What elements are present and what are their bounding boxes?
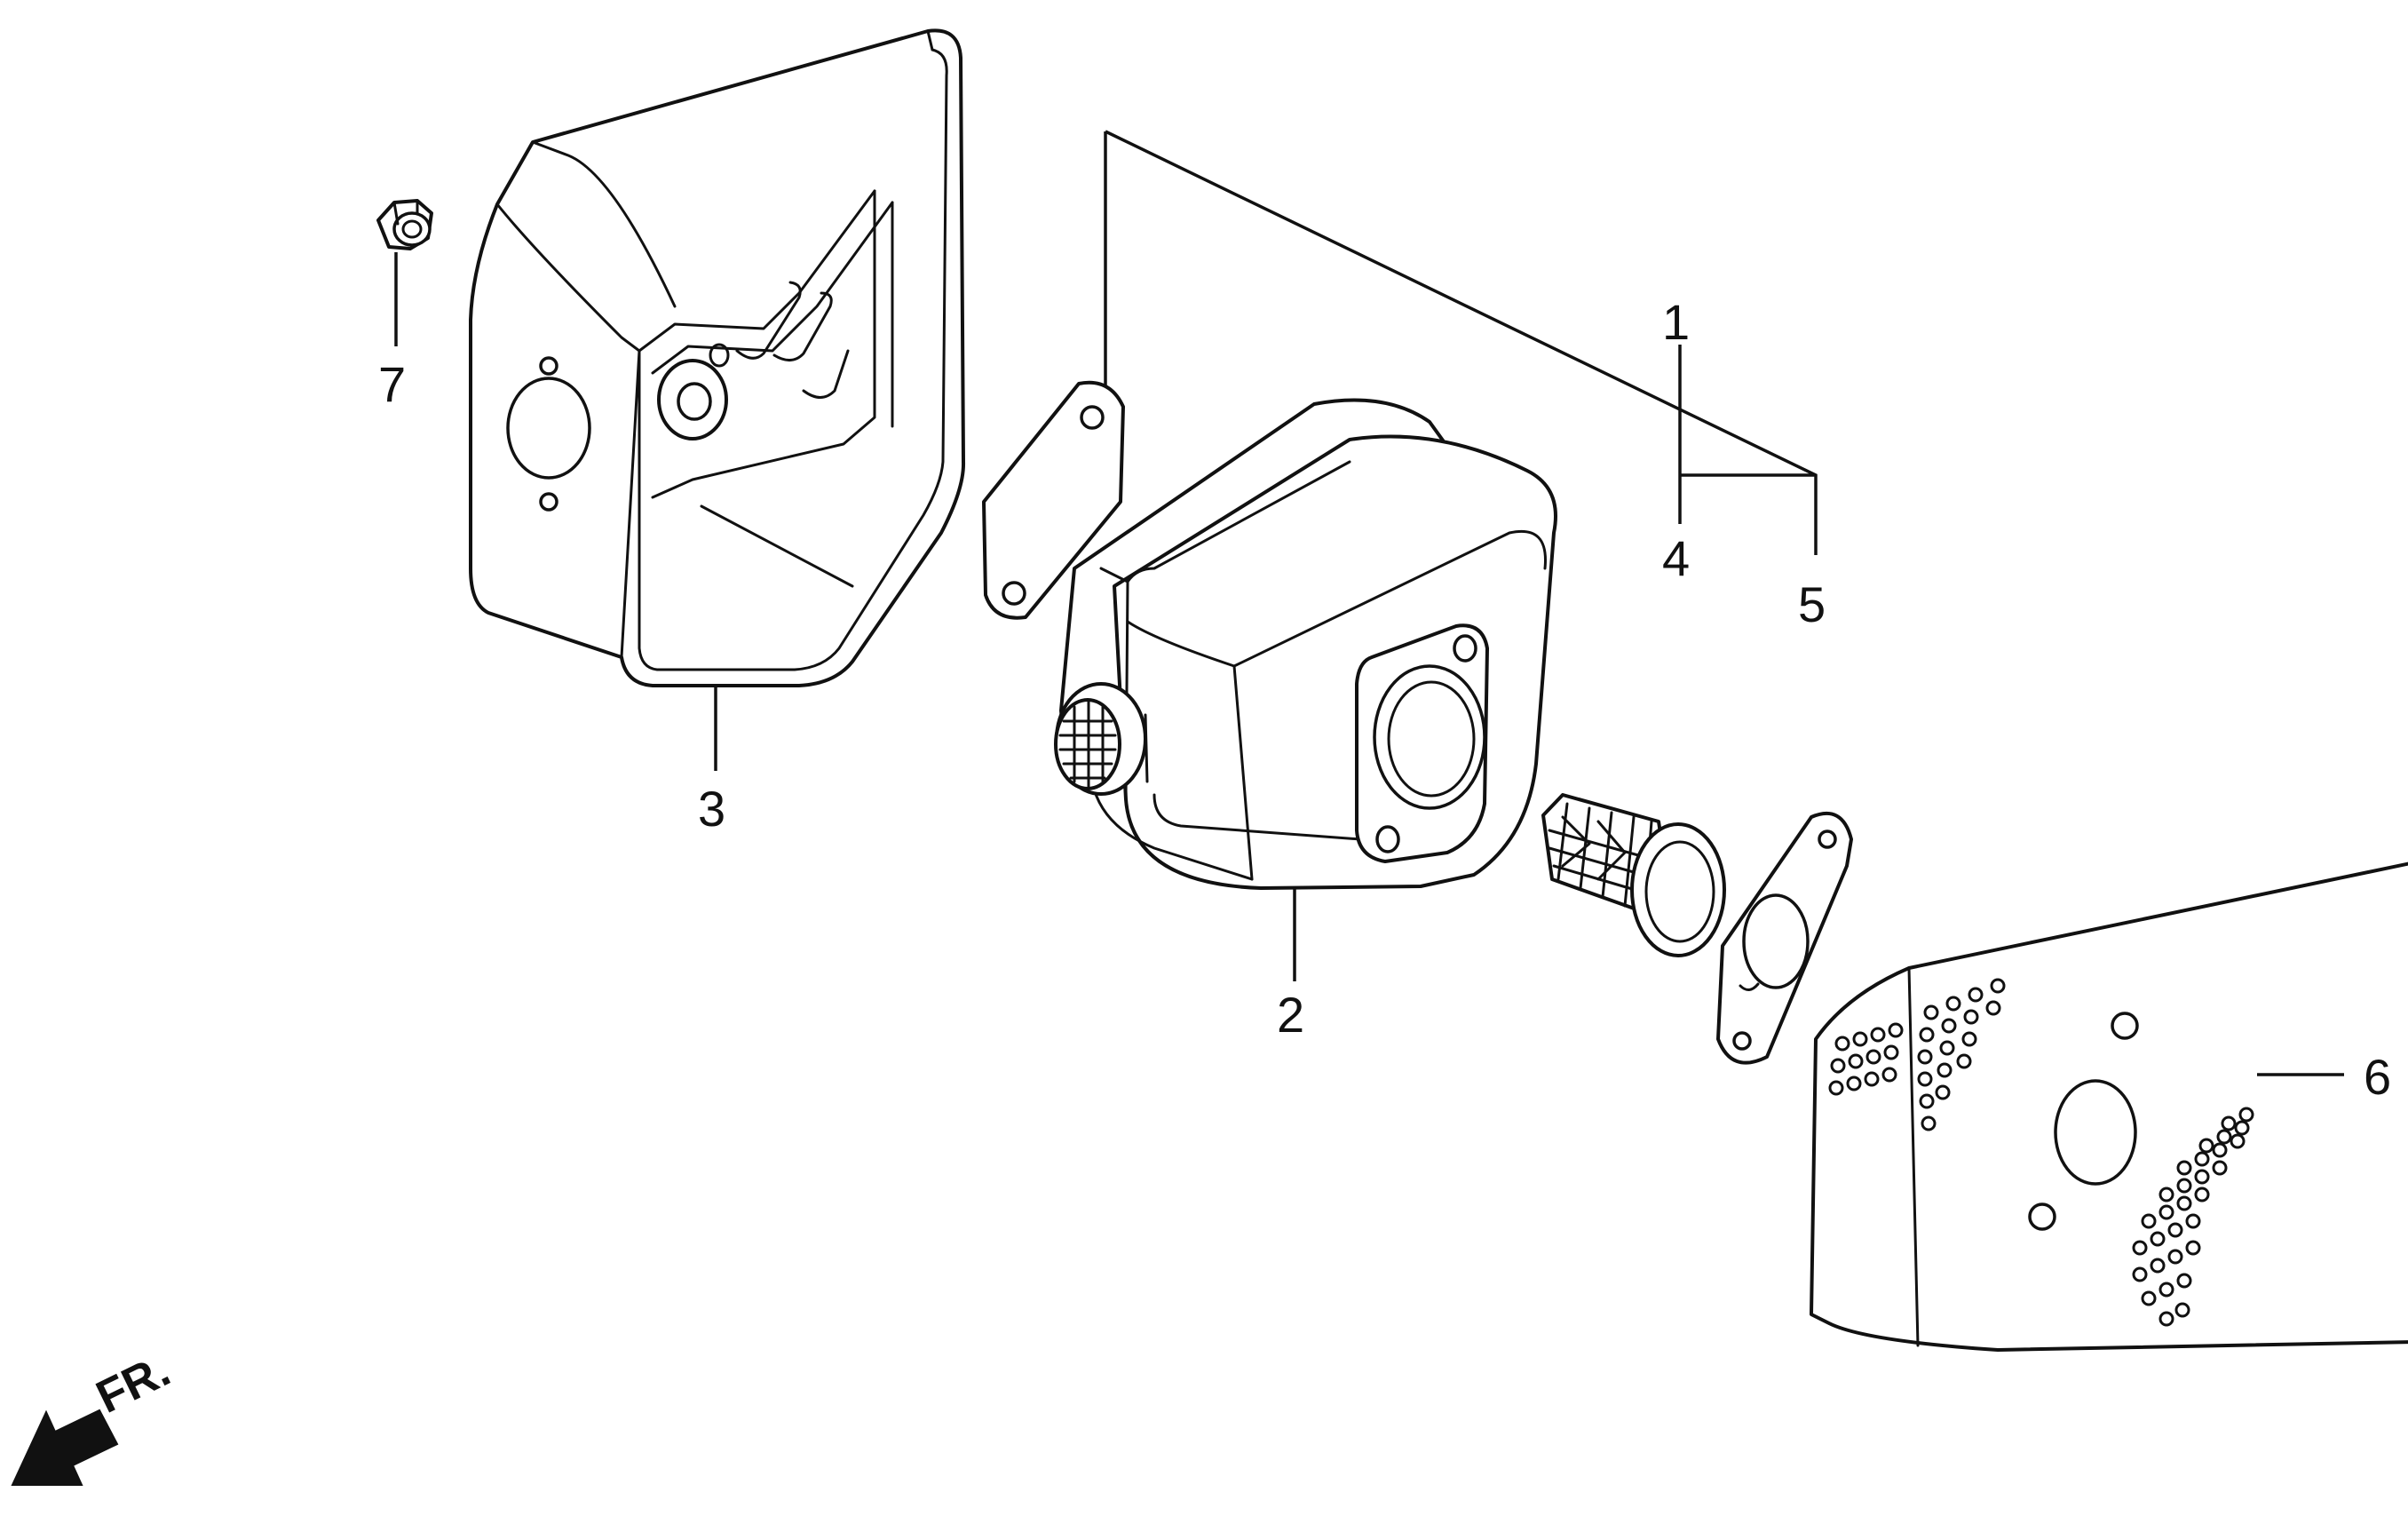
callout-4: 4	[1662, 530, 1690, 586]
front-arrow-icon	[11, 1409, 119, 1486]
muffler-shield-part	[1810, 861, 2408, 1352]
flange-nut-part	[376, 199, 433, 250]
muffler-gasket-part	[982, 380, 1125, 620]
callout-6: 6	[2364, 1049, 2391, 1105]
muffler-protector-part	[469, 28, 966, 687]
group-bracket-line	[1104, 130, 1818, 555]
callout-7: 7	[378, 356, 406, 412]
front-direction-label: FR.	[89, 1345, 178, 1424]
spark-arrester-part	[1541, 793, 1726, 957]
front-direction-marker: FR.	[11, 1345, 178, 1486]
callout-1: 1	[1662, 294, 1690, 350]
callout-5: 5	[1798, 576, 1826, 632]
callout-2: 2	[1277, 987, 1304, 1043]
vent-holes	[1828, 978, 2254, 1327]
callout-3: 3	[698, 781, 725, 837]
exhaust-gasket-part	[1716, 812, 1853, 1065]
muffler-body-part	[1054, 398, 1557, 890]
